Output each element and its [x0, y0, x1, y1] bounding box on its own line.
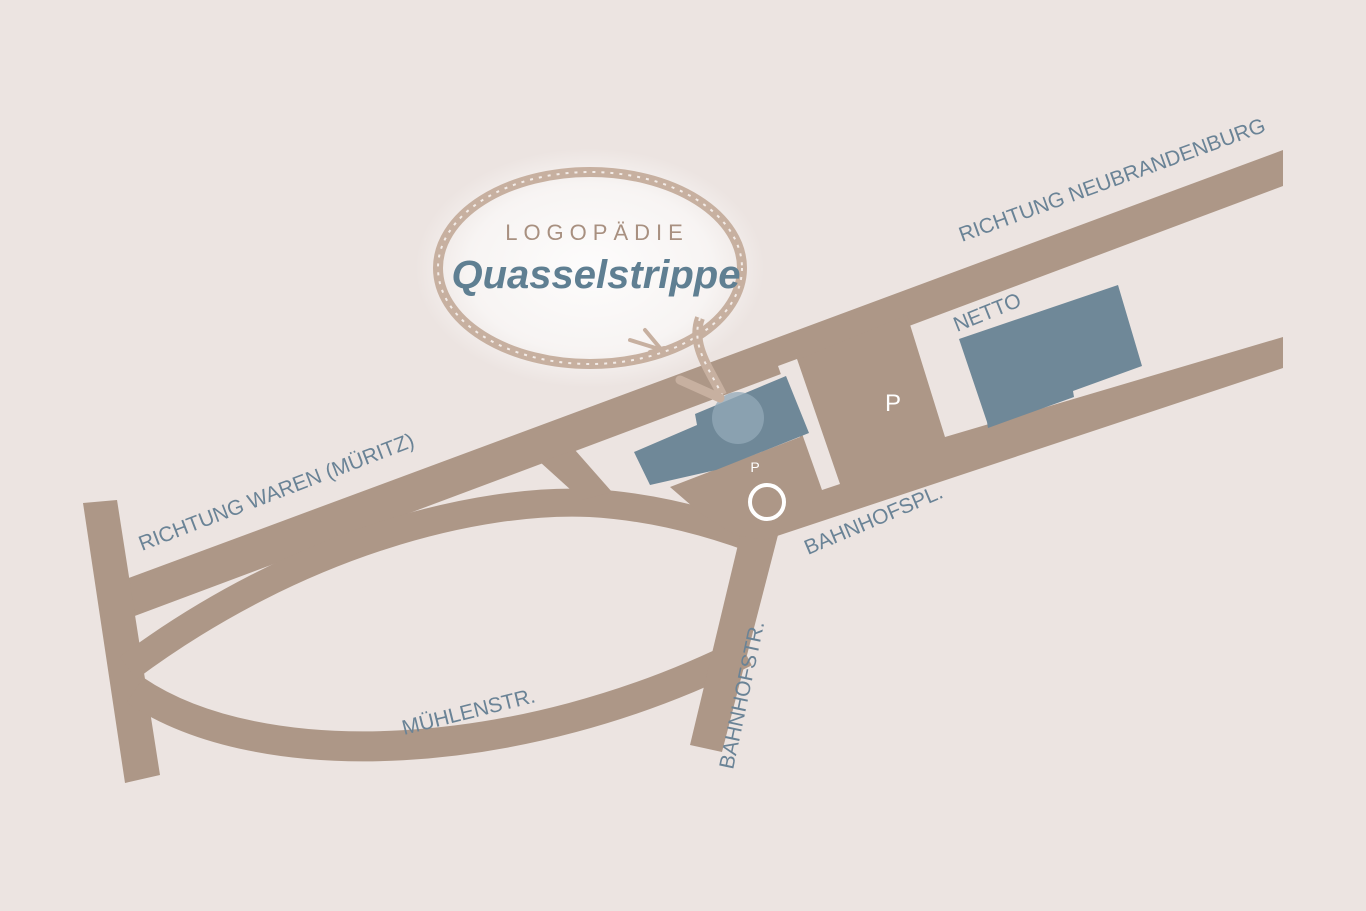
road-connector — [540, 450, 612, 500]
logo-subtitle: LOGOPÄDIE — [505, 220, 689, 245]
parking-circle-icon — [748, 483, 786, 521]
parking-separator — [778, 359, 840, 490]
road-bahnhofstr — [690, 528, 778, 752]
road-upper-curve — [119, 488, 776, 680]
building-netto — [959, 285, 1142, 428]
logo-speech-bubble: LOGOPÄDIE Quasselstrippe — [415, 148, 765, 403]
road-muehlenstr — [126, 638, 752, 762]
location-marker[interactable] — [712, 392, 764, 444]
road-left-vertical — [83, 500, 160, 783]
parking-large-label: P — [885, 390, 901, 417]
parking-small-label: P — [750, 459, 759, 475]
logo-name: Quasselstrippe — [451, 253, 740, 297]
